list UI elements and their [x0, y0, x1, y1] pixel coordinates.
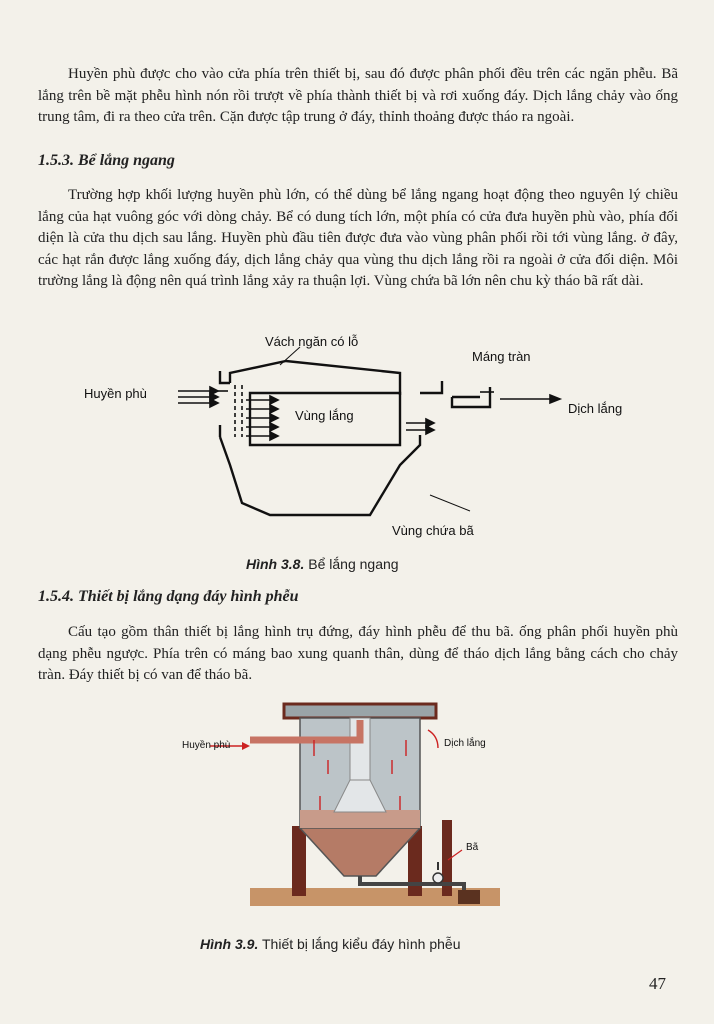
label-settling-zone: Vùng lắng	[295, 408, 354, 423]
caption-number: Hình 3.9.	[200, 936, 259, 952]
label-suspension: Huyền phù	[84, 386, 147, 401]
section-heading-1-5-3: 1.5.3. Bể lắng ngang	[38, 152, 175, 169]
page-number: 47	[649, 974, 666, 993]
caption-text: Bể lắng ngang	[308, 556, 399, 572]
figure-horizontal-settling-tank: Vách ngăn có lỗ Máng tràn Huyền phù Vùng…	[84, 334, 622, 538]
paragraph-intro: Huyền phù được cho vào cửa phía trên thi…	[38, 66, 678, 125]
figure-cone-bottom-settler: Huyền phù Dịch lắng Bã	[182, 702, 500, 906]
caption-number: Hình 3.8.	[246, 556, 305, 572]
label-sludge-zone: Vùng chứa bã	[392, 523, 474, 538]
caption-text: Thiết bị lắng kiểu đáy hình phễu	[262, 936, 461, 952]
figure-3-9-caption: Hình 3.9. Thiết bị lắng kiểu đáy hình ph…	[200, 936, 460, 952]
paragraph-horizontal-tank: Trường hợp khối lượng huyền phù lớn, có …	[38, 187, 678, 289]
label-clarified-liquid: Dịch lắng	[568, 401, 622, 416]
figure-3-8-caption: Hình 3.8. Bể lắng ngang	[246, 556, 399, 572]
paragraph-cone-bottom: Cấu tạo gồm thân thiết bị lắng hình trụ …	[38, 624, 678, 683]
section-heading-1-5-4: 1.5.4. Thiết bị lắng dạng đáy hình phễu	[38, 588, 299, 605]
label-overflow-trough: Máng tràn	[472, 349, 531, 364]
label-suspension-inlet: Huyền phù	[182, 739, 230, 751]
label-perforated-baffle: Vách ngăn có lỗ	[265, 334, 358, 349]
label-sludge-outlet: Bã	[466, 842, 479, 853]
label-clarified-outlet: Dịch lắng	[444, 736, 486, 749]
